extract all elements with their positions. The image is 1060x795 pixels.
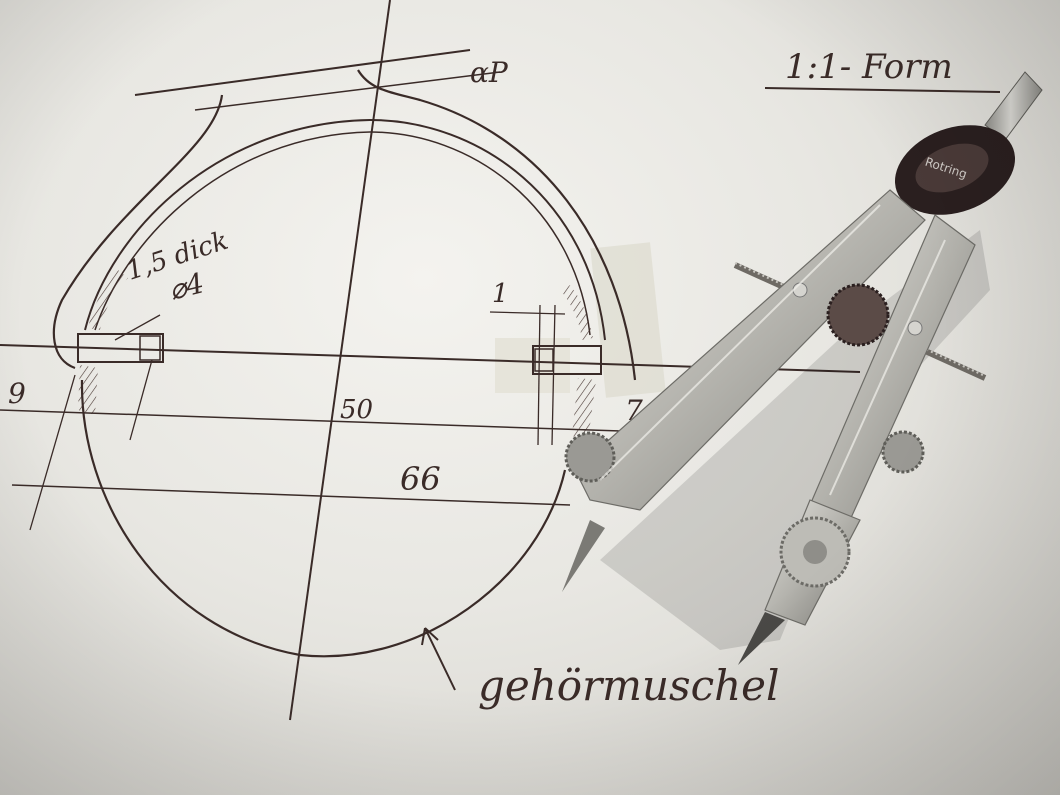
compass-left-leg: [574, 189, 926, 511]
screw-right-head: [534, 348, 554, 372]
top-note-text: αP: [470, 56, 509, 89]
dim-line-66: [11, 484, 571, 506]
label-text: gehörmuschel: [478, 661, 779, 710]
ear-cup-circle: [80, 379, 567, 658]
knob-right-icon: [881, 430, 925, 474]
screw-icon: [907, 320, 923, 336]
inner-dome-2: [94, 131, 591, 336]
knob-lower-center: [803, 540, 827, 564]
hatched-shell-right: [562, 285, 593, 340]
screw-left: [77, 333, 164, 363]
screw-icon: [792, 282, 808, 298]
screw-left-head: [139, 335, 161, 361]
dim-1-text: 1: [492, 279, 509, 309]
dim-line-50: [0, 409, 651, 433]
diameter-note-text: ⌀4: [166, 266, 208, 306]
tape-strip: [590, 242, 666, 398]
title-text: 1:1- Form: [785, 47, 953, 87]
dim-tick: [551, 304, 556, 446]
headband-arc-right: [357, 69, 637, 381]
hatched-lower-right: [572, 378, 596, 440]
top-line-2: [194, 71, 501, 111]
knob-left-icon: [564, 431, 616, 483]
compass-needle: [562, 520, 605, 592]
headband-arc: [52, 94, 224, 370]
center-line-v: [289, 0, 391, 721]
inner-dome: [84, 118, 606, 341]
drawing-compass: Rotring: [562, 71, 1043, 665]
screw-right: [532, 345, 602, 375]
dim-9-text: 9: [8, 377, 26, 410]
dim-tick: [537, 304, 541, 446]
leader-line: [114, 314, 161, 341]
leg-highlight: [599, 204, 881, 481]
dim-66-text: 66: [400, 460, 441, 498]
label-arrow: [421, 627, 456, 691]
title-underline: [764, 87, 1001, 93]
dim-tick: [29, 374, 76, 531]
hatched-shell-left: [88, 270, 128, 330]
leg-highlight: [829, 239, 946, 496]
compass-lead: [738, 612, 785, 665]
knob-center-icon: [826, 283, 890, 347]
dim-tick: [489, 311, 566, 315]
dim-50-text: 50: [340, 395, 373, 425]
dim-tick: [129, 359, 153, 441]
top-line: [134, 49, 471, 96]
threaded-rod-highlight: [734, 262, 986, 377]
compass-head-inner: [915, 143, 989, 193]
